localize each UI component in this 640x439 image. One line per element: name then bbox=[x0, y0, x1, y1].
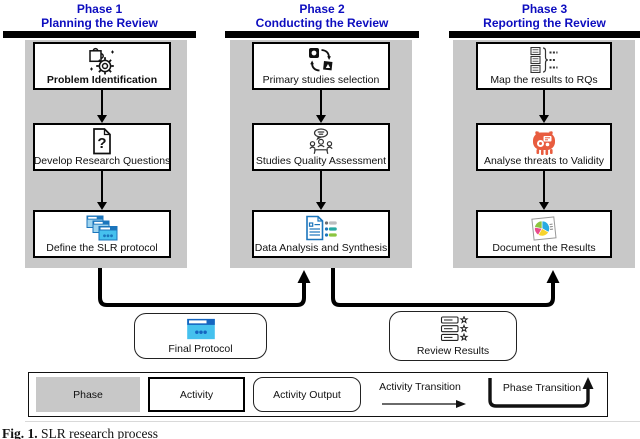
activity-data-analysis-synthesis: Data Analysis and Synthesis bbox=[252, 210, 390, 258]
phase3-bar bbox=[449, 31, 640, 38]
document-list-icon bbox=[305, 215, 338, 241]
activity-arrow-line bbox=[101, 90, 103, 115]
phase2-header: Phase 2 Conducting the Review bbox=[225, 2, 419, 30]
activity-arrow-line bbox=[101, 171, 103, 202]
question-document-icon: ? bbox=[91, 128, 113, 155]
output-review-results: Review Results bbox=[389, 311, 517, 361]
activity-analyse-threats-validity: Analyse threats to Validity bbox=[476, 123, 612, 171]
protocol-windows-icon bbox=[86, 215, 118, 242]
caption-label: Fig. 1. bbox=[2, 426, 38, 439]
team-discussion-icon bbox=[306, 128, 336, 155]
activity-arrow-head bbox=[316, 115, 326, 123]
legend-activity-label: Activity bbox=[179, 388, 214, 401]
output-final-protocol: Final Protocol bbox=[134, 313, 267, 359]
activity-label: Primary studies selection bbox=[262, 74, 380, 86]
activity-develop-research-questions: ? Develop Research Questions bbox=[33, 123, 171, 171]
activity-label: Problem Identification bbox=[46, 74, 158, 86]
svg-text:?: ? bbox=[97, 135, 106, 152]
activity-label: Map the results to RQs bbox=[490, 74, 598, 86]
phase2-bar bbox=[225, 31, 419, 38]
phase-transition-arrow-icon bbox=[488, 377, 594, 408]
protocol-window-icon bbox=[185, 318, 217, 341]
figure-caption: Fig. 1. SLR research process bbox=[2, 426, 402, 439]
legend-activity-swatch: Activity bbox=[148, 377, 245, 412]
activity-problem-identification: Problem Identification bbox=[33, 42, 171, 90]
activity-arrow-head bbox=[97, 115, 107, 123]
phase3-subtitle: Reporting the Review bbox=[483, 16, 606, 30]
phase1-bar bbox=[3, 31, 196, 38]
activity-label: Develop Research Questions bbox=[33, 155, 171, 167]
activity-define-slr-protocol: Define the SLR protocol bbox=[33, 210, 171, 258]
activity-label: Data Analysis and Synthesis bbox=[254, 242, 388, 254]
legend-activity-output-label: Activity Output bbox=[273, 388, 341, 401]
activity-arrow-line bbox=[543, 171, 545, 202]
phase1-subtitle: Planning the Review bbox=[41, 16, 158, 30]
figure-rule bbox=[25, 421, 640, 422]
activity-arrow-head bbox=[539, 202, 549, 210]
activity-arrow-line bbox=[320, 171, 322, 202]
activity-primary-studies-selection: Primary studies selection bbox=[252, 42, 390, 90]
output-label: Review Results bbox=[416, 345, 490, 357]
puzzle-gear-icon bbox=[88, 47, 116, 75]
legend-activity-output-swatch: Activity Output bbox=[253, 377, 361, 412]
activity-arrow-head bbox=[316, 202, 326, 210]
activity-arrow-head bbox=[97, 202, 107, 210]
phase3-title: Phase 3 bbox=[521, 2, 568, 16]
legend-phase-label: Phase bbox=[73, 388, 103, 401]
activity-arrow-head bbox=[539, 115, 549, 123]
activity-arrow-line bbox=[320, 90, 322, 115]
legend-phase-transition-label: Phase Transition bbox=[502, 382, 582, 394]
pie-report-icon bbox=[529, 215, 559, 242]
activity-map-results-to-rqs: Map the results to RQs bbox=[476, 42, 612, 90]
rated-list-icon bbox=[437, 316, 470, 342]
caption-title: SLR research process bbox=[41, 426, 158, 439]
activity-label: Analyse threats to Validity bbox=[483, 155, 605, 167]
phase2-title: Phase 2 bbox=[299, 2, 345, 16]
activity-label: Studies Quality Assessment bbox=[255, 155, 387, 167]
phase1-title: Phase 1 bbox=[76, 2, 123, 16]
studies-cycle-icon bbox=[308, 47, 334, 74]
phase3-header: Phase 3 Reporting the Review bbox=[449, 2, 640, 30]
phase2-subtitle: Conducting the Review bbox=[255, 16, 389, 30]
threat-monster-icon bbox=[529, 128, 559, 156]
activity-document-results: Document the Results bbox=[476, 210, 612, 258]
activity-arrow-line bbox=[543, 90, 545, 115]
activity-label: Define the SLR protocol bbox=[46, 242, 158, 254]
legend-activity-transition-label: Activity Transition bbox=[379, 381, 461, 393]
output-label: Final Protocol bbox=[168, 343, 233, 355]
legend-phase-swatch: Phase bbox=[36, 377, 140, 412]
activity-label: Document the Results bbox=[492, 242, 596, 254]
mapping-brace-icon bbox=[529, 47, 559, 73]
activity-studies-quality-assessment: Studies Quality Assessment bbox=[252, 123, 390, 171]
phase1-header: Phase 1 Planning the Review bbox=[3, 2, 196, 30]
activity-transition-arrow-icon bbox=[382, 400, 466, 408]
